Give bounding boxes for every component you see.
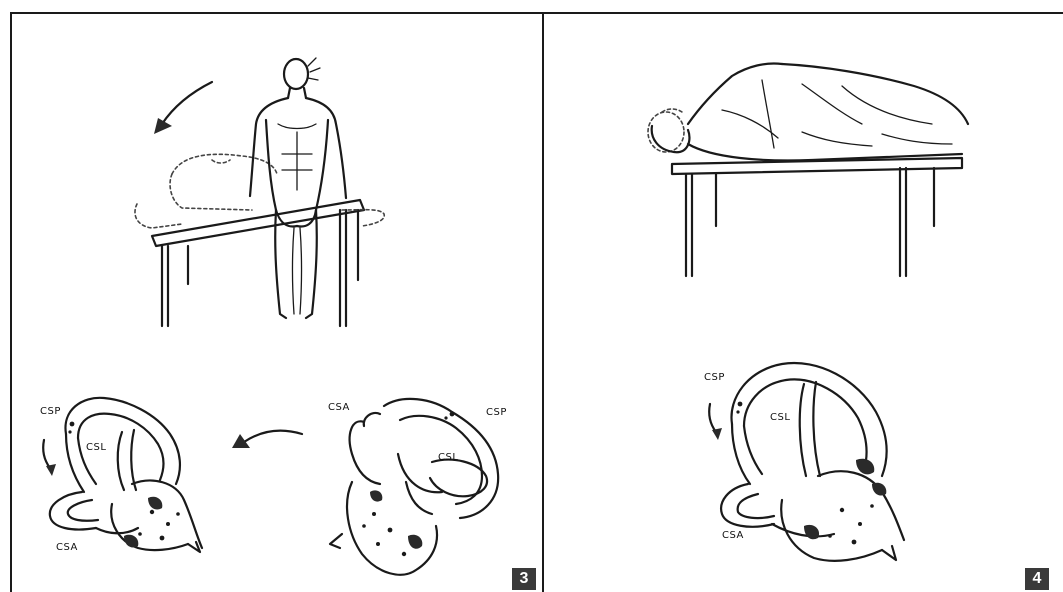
- rotation-arrow-icon: [43, 440, 56, 476]
- label-csl-end: CSL: [86, 442, 106, 453]
- label-csa-end: CSA: [56, 542, 78, 553]
- label-csp-start: CSP: [486, 407, 507, 418]
- label-csl-final: CSL: [770, 412, 790, 423]
- patient-seated: [250, 58, 346, 318]
- figure-number-badge: 4: [1025, 568, 1049, 590]
- exam-table: [672, 158, 962, 276]
- labyrinth-start: [330, 399, 498, 575]
- rotation-arrow-icon: [154, 82, 212, 134]
- rotation-arrow-icon: [709, 404, 722, 440]
- labyrinth-end: [50, 398, 202, 552]
- patient-lying: [648, 64, 968, 161]
- figure-number-badge: 3: [512, 568, 536, 590]
- panel-3-drawing: CSA CSP CSL: [12, 14, 542, 592]
- exam-table: [152, 200, 364, 326]
- label-csa-start: CSA: [328, 402, 350, 413]
- panel-figure-3: CSA CSP CSL: [10, 12, 544, 592]
- label-csa-final: CSA: [722, 530, 744, 541]
- labyrinth-final: [721, 363, 904, 561]
- movement-arrow-icon: [232, 431, 302, 448]
- panel-figure-4: CSP CSL CSA 4: [542, 12, 1063, 592]
- label-csp-final: CSP: [704, 372, 725, 383]
- label-csp-end: CSP: [40, 406, 61, 417]
- label-csl-start: CSL: [438, 452, 458, 463]
- panel-4-drawing: CSP CSL CSA: [542, 14, 1063, 592]
